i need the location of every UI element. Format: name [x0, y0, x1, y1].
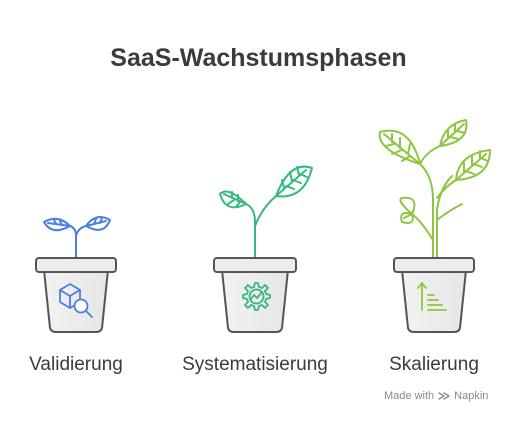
- plant-skalierung: [378, 119, 491, 259]
- napkin-logo-icon: [438, 392, 450, 400]
- stage-label-skalierung: Skalierung: [389, 354, 479, 375]
- pot-systematisierung: [213, 257, 297, 333]
- growth-chart-icon: [417, 282, 447, 311]
- stage-label-systematisierung: Systematisierung: [182, 354, 328, 375]
- leaf-lower-left: [399, 196, 416, 215]
- stage-validierung: [35, 216, 117, 333]
- pot-validierung: [35, 257, 117, 333]
- pot-skalierung: [393, 257, 475, 333]
- stage-label-validierung: Validierung: [29, 354, 123, 375]
- seedling-validierung: [43, 216, 111, 259]
- stage-systematisierung: [213, 165, 313, 333]
- credit-prefix: Made with: [384, 390, 435, 402]
- diagram-title: SaaS-Wachstumsphasen: [110, 44, 407, 72]
- plant-systematisierung: [219, 165, 313, 259]
- credit-brand: Napkin: [454, 390, 489, 402]
- made-with-napkin-credit[interactable]: Made with Napkin: [384, 390, 488, 402]
- stage-skalierung: [378, 119, 491, 333]
- gear-chart-icon: [242, 282, 271, 311]
- cube-magnifier-icon: [59, 283, 93, 318]
